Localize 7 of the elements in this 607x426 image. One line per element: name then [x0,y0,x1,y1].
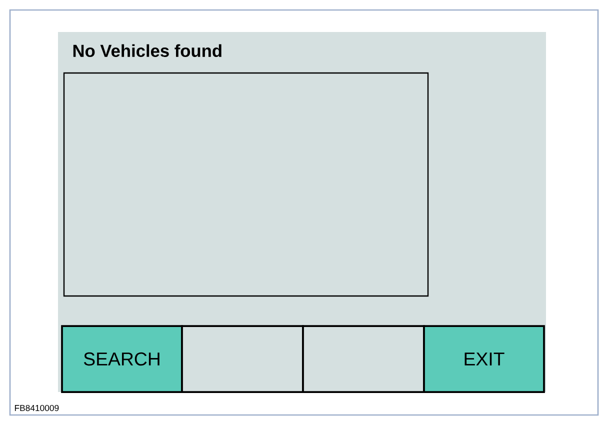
exit-button: EXIT [423,325,545,393]
screen-title: No Vehicles found [73,44,222,57]
blank-button [302,325,425,393]
blank-button [181,325,304,393]
search-button: SEARCH [61,325,183,393]
list-box [63,72,429,297]
figure-code: FB8410009 [14,404,59,412]
